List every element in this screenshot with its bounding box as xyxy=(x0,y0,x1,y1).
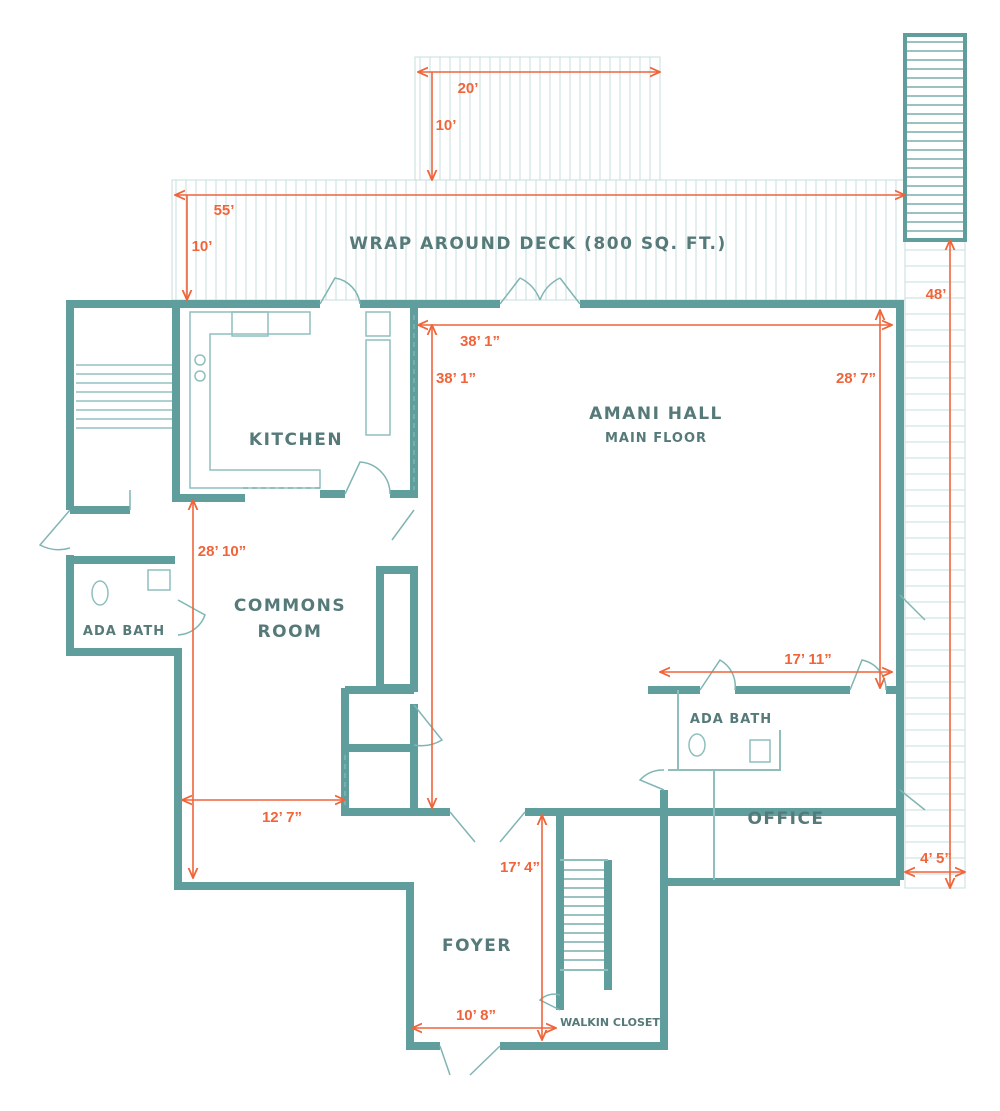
dim-side-deck-width: 4’ 5” xyxy=(920,850,952,867)
room-label-foyer: FOYER xyxy=(442,936,512,956)
deck-stairs xyxy=(903,33,967,242)
room-label-office: OFFICE xyxy=(747,809,824,829)
room-label-hall: AMANI HALL xyxy=(589,404,723,424)
wrap-around-deck xyxy=(171,56,966,889)
dim-foyer-width: 10’ 8” xyxy=(456,1007,496,1024)
dim-deck-ext-width: 20’ xyxy=(458,80,479,97)
dim-commons-length: 28’ 10” xyxy=(198,543,246,560)
walls xyxy=(66,300,904,1050)
room-label-commons-2: ROOM xyxy=(258,622,323,642)
room-label-kitchen: KITCHEN xyxy=(249,430,343,450)
dim-deck-depth: 10’ xyxy=(192,238,213,255)
dim-deck-ext-depth: 10’ xyxy=(436,117,457,134)
room-label-commons-1: COMMONS xyxy=(234,596,346,616)
dimension-lines xyxy=(175,72,965,1040)
room-label-ada-bath-right: ADA BATH xyxy=(690,712,772,727)
dim-hall-length: 38’ 1” xyxy=(436,370,476,387)
dim-deck-width: 55’ xyxy=(214,202,235,219)
room-label-walkin-closet: WALKIN CLOSET xyxy=(560,1016,660,1029)
room-label-hall-sub: MAIN FLOOR xyxy=(605,431,707,446)
dim-foyer-length: 17’ 4” xyxy=(500,859,540,876)
dim-hall-depth: 28’ 7” xyxy=(836,370,876,387)
interior-fixtures xyxy=(76,311,771,961)
dim-office-width: 17’ 11” xyxy=(784,651,832,668)
room-label-ada-bath-left: ADA BATH xyxy=(83,624,165,639)
doors xyxy=(38,277,926,1076)
room-label-deck: WRAP AROUND DECK (800 SQ. FT.) xyxy=(349,234,727,254)
dim-commons-width: 12’ 7” xyxy=(262,809,302,826)
dim-side-deck-length: 48’ xyxy=(926,286,947,303)
dim-hall-width: 38’ 1” xyxy=(460,333,500,350)
